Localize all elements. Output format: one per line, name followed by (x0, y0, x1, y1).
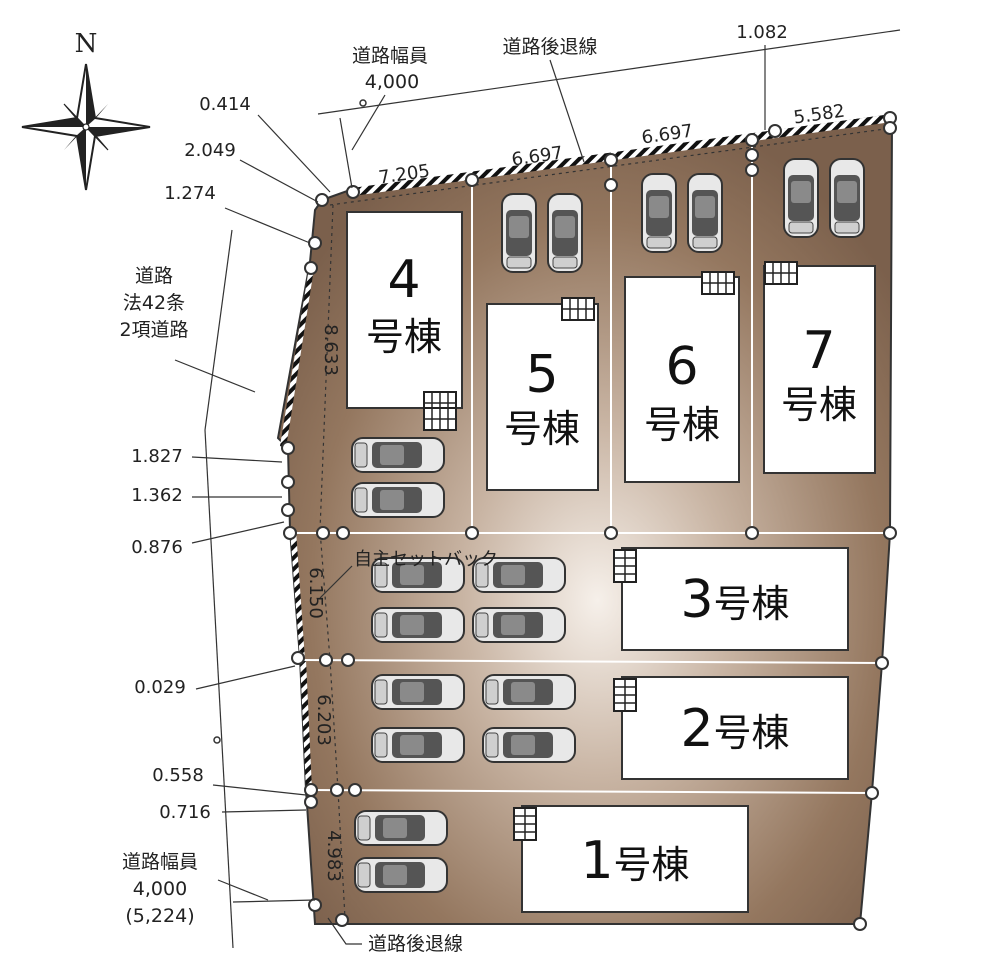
left-road-leader (174, 359, 256, 393)
lot-1-label: 1号棟 (580, 831, 689, 891)
setback-strip-left-3 (300, 660, 312, 790)
lot-6-number: 6 (665, 337, 698, 397)
lot-5-number: 5 (525, 345, 558, 405)
dim-left-8: 6.203 (313, 694, 334, 746)
top-road-width-value: 4,000 (365, 71, 419, 93)
dim-left-4: 1.362 (131, 485, 183, 506)
dim-leader (191, 456, 283, 463)
dim-left-10: 0.716 (159, 802, 211, 823)
north-label: N (75, 29, 98, 59)
house-lot-2 (621, 676, 849, 780)
top-setback-label: 道路後退線 (502, 36, 597, 58)
dim-leader (221, 809, 307, 813)
dim-left-0: 2.049 (184, 140, 236, 161)
lot-2-label: 2号棟 (680, 699, 789, 759)
dim-left-5: 0.876 (131, 537, 183, 558)
left-road-line-2: 法42条 (123, 292, 185, 314)
left-road-line-3: 2項道路 (119, 319, 188, 341)
road-marker (359, 99, 367, 107)
lot-6-suffix: 号棟 (644, 403, 720, 447)
lot-7-suffix: 号棟 (781, 383, 857, 427)
dim-top-5: 1.082 (736, 22, 788, 43)
setback-strip-top (352, 114, 892, 196)
lot-4-suffix: 号棟 (366, 315, 442, 359)
house-lot-7 (763, 265, 876, 474)
dim-top-0: 0.414 (199, 94, 251, 115)
left-road-line-1: 道路 (135, 265, 173, 287)
top-road-width-label: 道路幅員 (352, 45, 428, 67)
lot-3-label: 3号棟 (680, 570, 789, 630)
dim-left-6: 6.150 (305, 567, 326, 619)
house-lot-4 (346, 211, 463, 409)
top-road-line (317, 29, 901, 115)
lot-divider (307, 789, 873, 794)
left-road-line (204, 229, 233, 431)
boundary-points (281, 111, 897, 931)
dim-leader (195, 665, 296, 690)
lot-divider (299, 659, 883, 664)
dim-leader (212, 784, 307, 796)
house-lot-3 (621, 547, 849, 651)
house-lot-5 (486, 303, 599, 491)
top-setback-leader (549, 59, 585, 163)
top-width-leader (351, 94, 386, 151)
dim-leader (257, 114, 331, 193)
dim-left-3: 1.827 (131, 446, 183, 467)
bottom-setback-label: 道路後退線 (368, 933, 463, 955)
left-road-line (204, 429, 234, 949)
bottom-width-arrow (232, 899, 316, 903)
road-marker (213, 736, 221, 744)
bottom-road-width-paren: (5,224) (125, 905, 194, 927)
bottom-width-leader (217, 879, 269, 901)
bottom-road-width-label: 道路幅員 (122, 851, 198, 873)
dim-leader (224, 207, 311, 244)
dim-left-2: 8.633 (320, 324, 341, 376)
dim-leader (239, 159, 319, 203)
bottom-road-width-value: 4,000 (133, 878, 187, 900)
lot-5-suffix: 号棟 (504, 407, 580, 451)
dim-left-1: 1.274 (164, 183, 216, 204)
self-setback-label: 自主セットバック (354, 549, 498, 570)
house-lot-1 (521, 805, 749, 913)
dim-left-7: 0.029 (134, 677, 186, 698)
dim-leader (191, 521, 285, 544)
self-setback-leader (319, 565, 353, 599)
bottom-setback-leader (327, 917, 362, 945)
top-width-arrow (339, 117, 353, 189)
house-lot-6 (624, 276, 740, 483)
setback-strip-left-2 (290, 530, 305, 660)
setback-strip-left (280, 262, 315, 448)
lot-7-number: 7 (802, 321, 835, 381)
compass: N (21, 29, 151, 191)
dim-left-11: 4.983 (323, 830, 344, 882)
lot-4-number: 4 (387, 250, 420, 310)
dim-left-9: 0.558 (152, 765, 204, 786)
